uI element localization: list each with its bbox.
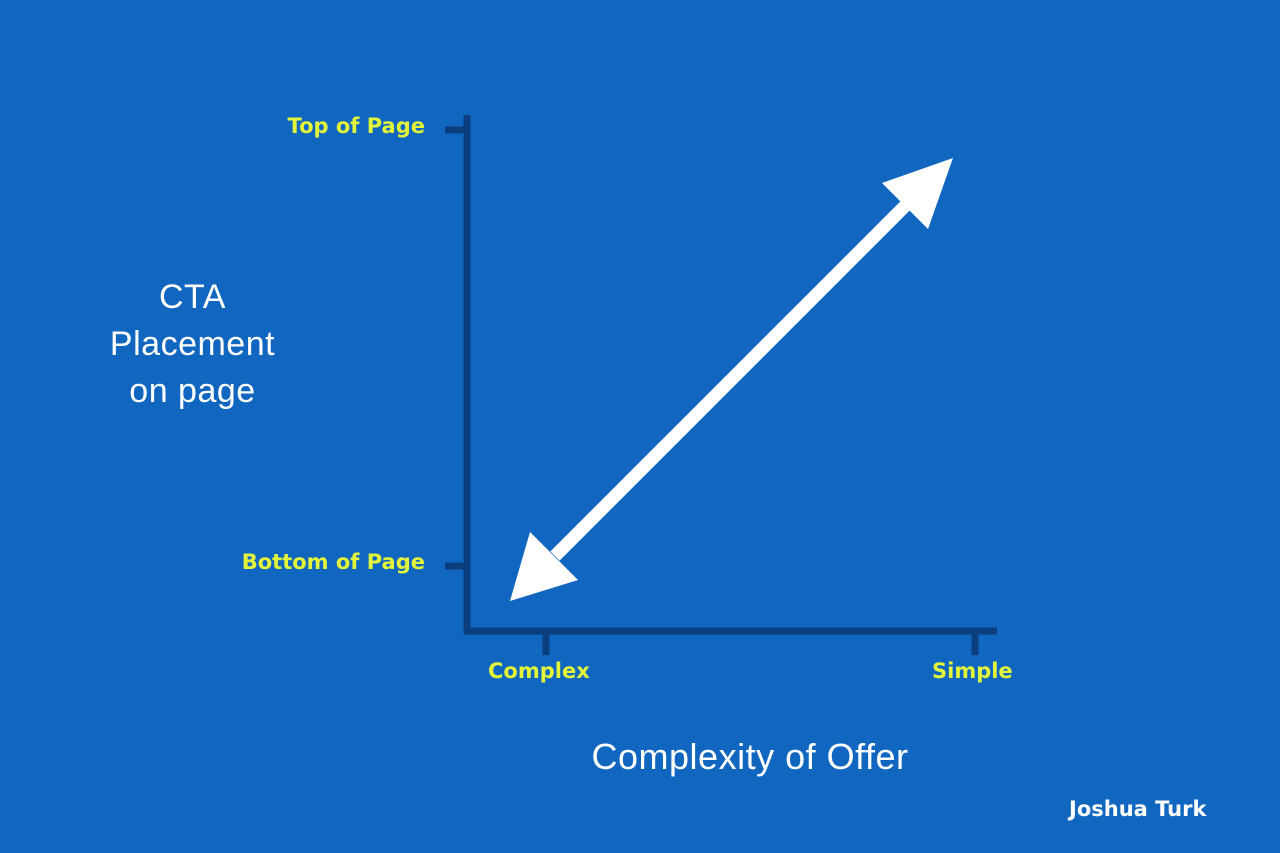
y-tick-label-top: Top of Page — [287, 114, 425, 138]
y-axis-title-line2: Placement — [109, 325, 276, 363]
y-axis-title-line3: on page — [129, 372, 256, 410]
y-axis-title-line1: CTA — [159, 278, 226, 316]
y-axis-title: CTA Placement on page — [60, 274, 325, 415]
x-tick-label-complex: Complex — [488, 659, 590, 683]
x-tick-label-simple: Simple — [932, 659, 1013, 683]
double-arrow-icon — [510, 158, 953, 601]
x-axis-title: Complexity of Offer — [591, 736, 909, 777]
author-credit: Joshua Turk — [1069, 797, 1207, 821]
y-tick-label-bottom: Bottom of Page — [241, 550, 425, 574]
